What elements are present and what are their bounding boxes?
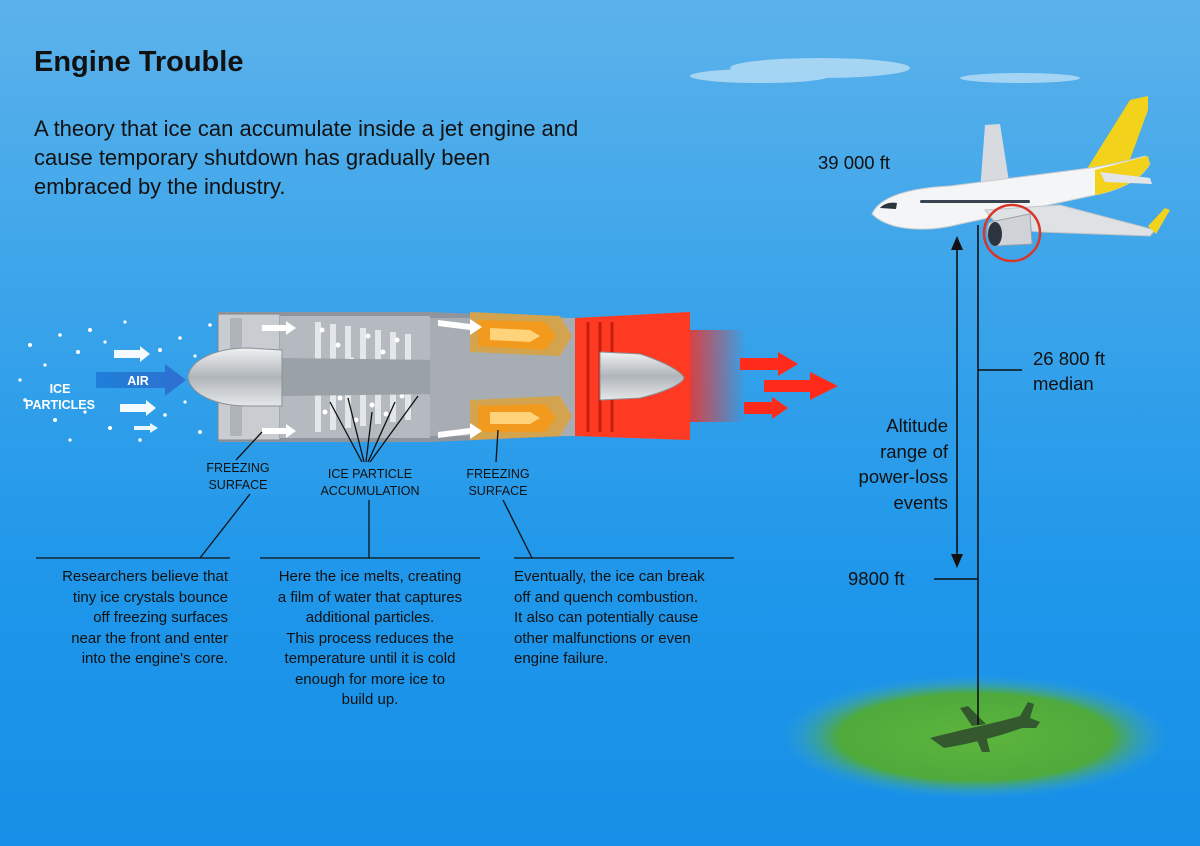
air-label: AIR xyxy=(127,374,149,388)
description-middle: Here the ice melts, creating a film of w… xyxy=(277,568,463,708)
leader-lines xyxy=(36,395,734,559)
jet-engine-cutaway xyxy=(96,312,746,442)
description-rear: Eventually, the ice can break off and qu… xyxy=(514,568,705,667)
range-arrow xyxy=(951,236,963,568)
combustion-chamber-top xyxy=(470,312,572,356)
page-title: Engine Trouble xyxy=(34,46,244,78)
freezing-surface-rear-label: FREEZING SURFACE xyxy=(466,467,530,498)
ice-accumulation-label: ICE PARTICLE ACCUMULATION xyxy=(320,467,420,498)
description-front: Researchers believe that tiny ice crysta… xyxy=(62,568,228,667)
ice-particles-label: ICE PARTICLES xyxy=(25,382,95,412)
combustion-chamber-bottom xyxy=(470,396,572,440)
altitude-top-label: 39 000 ft xyxy=(818,152,891,173)
airplane-shadow-icon xyxy=(930,702,1040,752)
altitude-range-label: Altitude range of power-loss events xyxy=(858,415,948,513)
airplane-icon xyxy=(871,96,1170,263)
incoming-airflow-arrows xyxy=(114,346,158,433)
page-subtitle: A theory that ice can accumulate inside … xyxy=(34,116,579,199)
air-arrow-icon xyxy=(96,364,186,396)
altitude-median-label: 26 800 ft median xyxy=(1033,348,1106,394)
altitude-bottom-label: 9800 ft xyxy=(848,568,905,589)
engine-highlight-ring xyxy=(982,203,1042,263)
cloud xyxy=(690,58,1080,83)
exhaust-arrow-icon xyxy=(740,352,838,419)
freezing-surface-front-label: FREEZING SURFACE xyxy=(206,461,270,492)
ice-particles xyxy=(18,320,212,442)
